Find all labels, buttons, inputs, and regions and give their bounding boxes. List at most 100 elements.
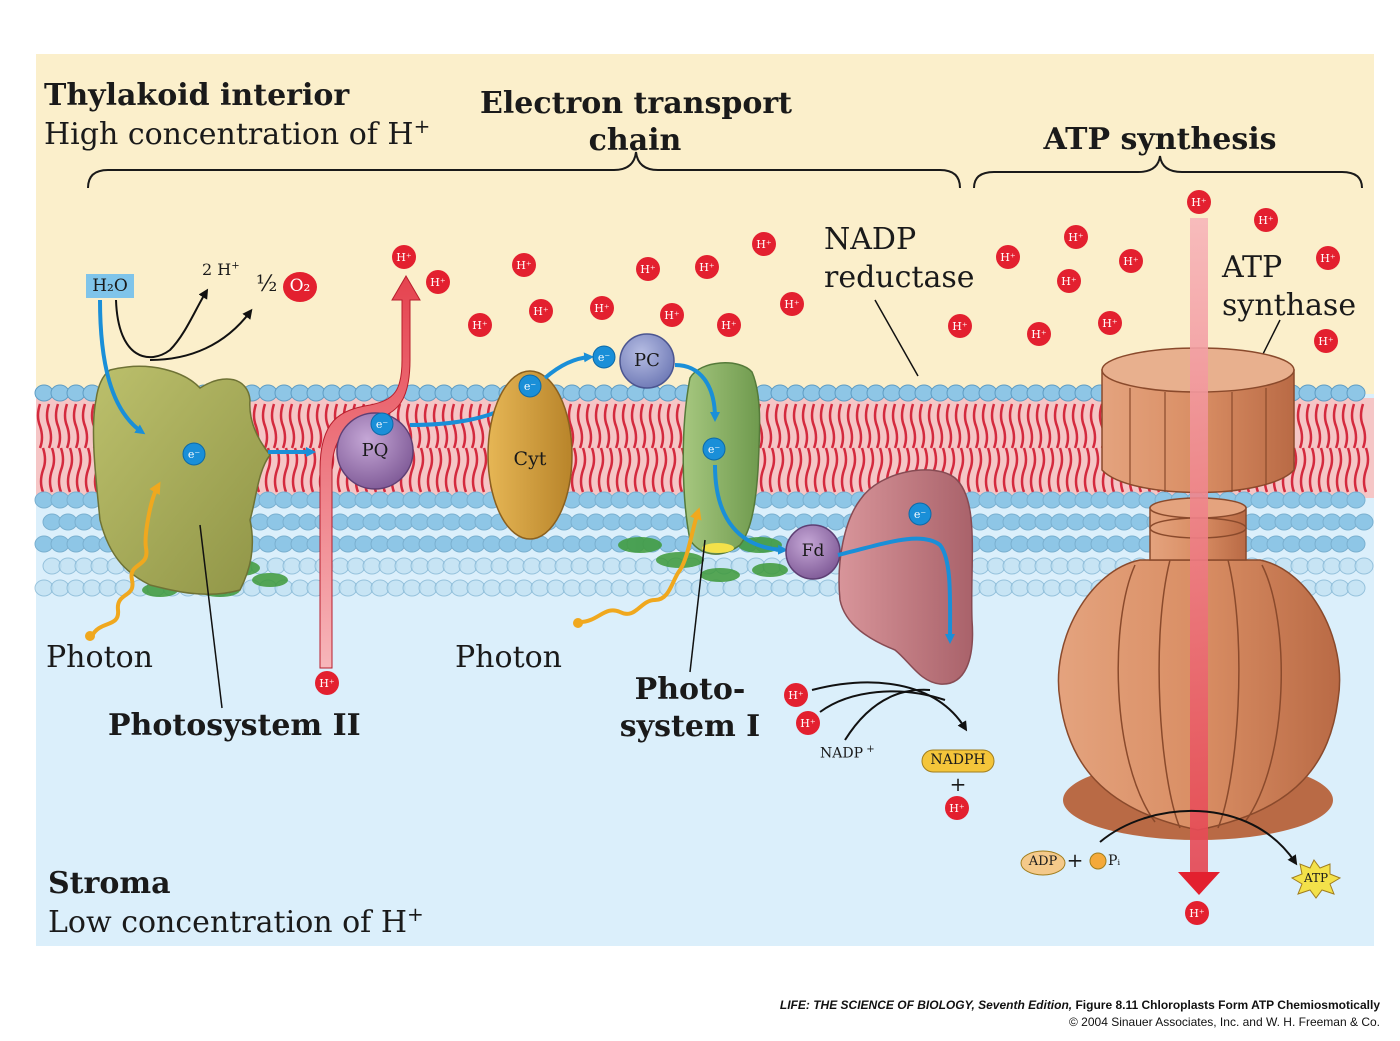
proton-marker: H⁺ xyxy=(695,255,719,279)
h2o-split-to-o2 xyxy=(149,308,253,361)
leader-photosystem-i xyxy=(689,539,706,673)
proton-marker: H⁺ xyxy=(948,314,972,338)
stroma-subtitle: Low concentration of H+ xyxy=(48,902,424,940)
photon-label-left: Photon xyxy=(46,640,154,675)
pq-label: PQ xyxy=(361,440,389,461)
electron-marker: e⁻ xyxy=(518,374,542,398)
thylakoid-interior-subtitle: High concentration of H+ xyxy=(44,114,431,152)
proton-markers: H⁺ H⁺ H⁺ H⁺ H⁺ H⁺ H⁺ H⁺ H⁺ H⁺ H⁺ H⁺ H⁺ H⁺ H⁺ H⁺ H⁺ H⁺ H⁺ H⁺… xyxy=(315,190,1340,925)
svg-text:H⁺: H⁺ xyxy=(949,802,965,815)
proton-marker: H⁺ xyxy=(1185,901,1209,925)
proton-marker: H⁺ xyxy=(636,257,660,281)
stroma-title: Stroma xyxy=(48,866,171,901)
adp-badge xyxy=(1020,850,1066,876)
photosystem-i-reaction-center xyxy=(702,543,734,553)
photon-arrow-mid xyxy=(579,507,702,624)
proton-marker: H⁺ xyxy=(784,683,808,707)
h2o-split-to-h xyxy=(115,288,209,359)
svg-text:H⁺: H⁺ xyxy=(1320,252,1336,265)
half-label: ½ xyxy=(256,272,278,297)
photosystem-ii-label: Photosystem II xyxy=(108,708,361,743)
svg-text:H⁺: H⁺ xyxy=(788,689,804,702)
svg-text:H⁺: H⁺ xyxy=(664,309,680,322)
h2o-arrow-in xyxy=(98,299,146,435)
o2-label: O₂ xyxy=(289,276,311,296)
photon-source-left xyxy=(85,631,95,641)
proton-marker: H⁺ xyxy=(1254,208,1278,232)
electron-transport-title: Electron transport xyxy=(480,86,792,121)
pi-label: Pᵢ xyxy=(1108,853,1121,869)
electron-path-pc-ps1 xyxy=(674,363,720,422)
electron-transport-title-2: chain xyxy=(588,123,682,158)
svg-text:H⁺: H⁺ xyxy=(1318,335,1334,348)
pq-carrier xyxy=(336,412,414,490)
pi-circle xyxy=(1089,852,1107,870)
svg-text:H⁺: H⁺ xyxy=(800,717,816,730)
atp-synthase-label: ATP xyxy=(1222,250,1283,285)
proton-marker: H⁺ xyxy=(1314,329,1338,353)
photosystem-i-label-2: system I xyxy=(619,709,761,744)
atp-label: ATP xyxy=(1303,871,1329,885)
nadp-reaction-arrow-1 xyxy=(811,681,968,732)
svg-text:H⁺: H⁺ xyxy=(1031,328,1047,341)
fd-carrier xyxy=(785,524,841,580)
svg-text:H⁺: H⁺ xyxy=(1191,196,1207,209)
nadp-reaction-arrow-3 xyxy=(844,688,931,741)
thylakoid-interior-title: Thylakoid interior xyxy=(44,78,350,113)
svg-text:H⁺: H⁺ xyxy=(721,319,737,332)
atp-synthesis-title: ATP synthesis xyxy=(1043,122,1277,157)
svg-text:H⁺: H⁺ xyxy=(640,263,656,276)
nadph-label: NADPH xyxy=(930,752,986,768)
svg-text:H⁺: H⁺ xyxy=(1000,251,1016,264)
photon-source-mid xyxy=(573,618,583,628)
svg-text:e⁻: e⁻ xyxy=(598,351,611,364)
proton-marker: H⁺ xyxy=(717,313,741,337)
proton-marker: H⁺ xyxy=(315,671,339,695)
proton-marker: H⁺ xyxy=(945,796,969,820)
proton-marker: H⁺ xyxy=(1027,322,1051,346)
two-h-plus-label: 2 H+ xyxy=(202,260,240,279)
figure-caption: LIFE: THE SCIENCE OF BIOLOGY, Seventh Ed… xyxy=(779,998,1380,1012)
proton-marker: H⁺ xyxy=(1187,190,1211,214)
adp-to-atp-arrow xyxy=(1099,810,1298,866)
atp-burst xyxy=(1290,859,1342,899)
proton-marker: H⁺ xyxy=(1098,311,1122,335)
proton-marker: H⁺ xyxy=(1119,249,1143,273)
svg-text:H⁺: H⁺ xyxy=(1123,255,1139,268)
svg-text:e⁻: e⁻ xyxy=(914,508,927,521)
svg-text:H⁺: H⁺ xyxy=(1102,317,1118,330)
figure-copyright: © 2004 Sinauer Associates, Inc. and W. H… xyxy=(1069,1015,1380,1029)
electron-marker: e⁻ xyxy=(702,437,726,461)
electron-marker: e⁻ xyxy=(908,502,932,526)
cytochrome-complex xyxy=(487,370,573,540)
svg-text:H⁺: H⁺ xyxy=(594,302,610,315)
svg-text:H⁺: H⁺ xyxy=(430,276,446,289)
proton-marker: H⁺ xyxy=(426,270,450,294)
nadp-reductase-complex xyxy=(838,469,974,685)
proton-marker: H⁺ xyxy=(1057,269,1081,293)
leader-photosystem-ii xyxy=(199,524,223,709)
electron-path-cyt-pc xyxy=(543,352,594,380)
proton-marker: H⁺ xyxy=(1316,246,1340,270)
proton-marker: H⁺ xyxy=(590,296,614,320)
brace-electron-transport xyxy=(87,151,961,189)
svg-text:e⁻: e⁻ xyxy=(188,448,201,461)
nadp-reductase-label: NADP xyxy=(824,222,917,257)
nadp-reaction-arrow-2 xyxy=(819,690,946,713)
thylakoid-interior-region xyxy=(36,54,1374,394)
svg-text:H⁺: H⁺ xyxy=(784,298,800,311)
electron-marker: e⁻ xyxy=(182,442,206,466)
photosystem-ii-complex xyxy=(92,365,271,596)
nadp-plus-label: NADP + xyxy=(820,744,875,762)
proton-marker: H⁺ xyxy=(996,245,1020,269)
svg-text:H⁺: H⁺ xyxy=(952,320,968,333)
proton-marker: H⁺ xyxy=(752,232,776,256)
atp-synthase-proton-channel xyxy=(1190,218,1208,878)
photosystem-i-label: Photo- xyxy=(634,672,746,707)
svg-text:H⁺: H⁺ xyxy=(516,259,532,272)
adp-label: ADP xyxy=(1028,854,1058,869)
proton-marker: H⁺ xyxy=(796,711,820,735)
leader-nadp-reductase xyxy=(874,299,919,377)
nadp-reductase-label-2: reductase xyxy=(824,260,975,295)
